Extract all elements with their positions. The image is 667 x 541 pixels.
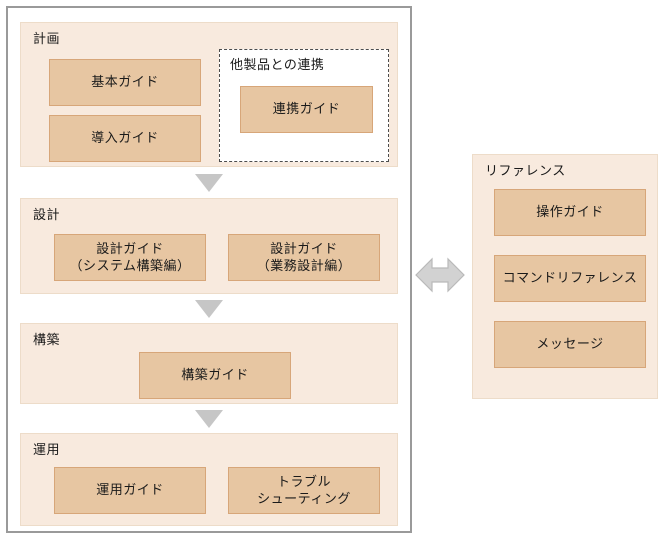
- subgroup-product-integration: 他製品との連携 連携ガイド: [219, 49, 389, 162]
- reference-group: リファレンス 操作ガイド コマンドリファレンス メッセージ: [472, 154, 658, 399]
- item-troubleshooting[interactable]: トラブル シューティング: [228, 467, 380, 514]
- triangle-down-icon-plan-to-design: [195, 174, 223, 192]
- item-design-guide-business[interactable]: 設計ガイド （業務設計編）: [228, 234, 380, 281]
- phase-group-build: 構築 構築ガイド: [20, 323, 398, 404]
- item-operation-guide[interactable]: 運用ガイド: [54, 467, 206, 514]
- item-build-guide[interactable]: 構築ガイド: [139, 352, 291, 399]
- item-introduction-guide[interactable]: 導入ガイド: [49, 115, 201, 162]
- item-basic-guide[interactable]: 基本ガイド: [49, 59, 201, 106]
- phase-group-design: 設計 設計ガイド （システム構築編） 設計ガイド （業務設計編）: [20, 198, 398, 294]
- phase-group-plan: 計画 基本ガイド 導入ガイド 他製品との連携 連携ガイド: [20, 22, 398, 167]
- item-messages[interactable]: メッセージ: [494, 321, 646, 368]
- double-arrow-horizontal-icon: [414, 255, 466, 295]
- triangle-down-icon-build-to-operate: [195, 410, 223, 428]
- phase-title-build: 構築: [33, 333, 61, 348]
- item-command-reference[interactable]: コマンドリファレンス: [494, 255, 646, 302]
- item-integration-guide[interactable]: 連携ガイド: [240, 86, 373, 133]
- phase-title-operate: 運用: [33, 443, 61, 458]
- item-design-guide-system[interactable]: 設計ガイド （システム構築編）: [54, 234, 206, 281]
- triangle-down-icon-design-to-build: [195, 300, 223, 318]
- phase-title-design: 設計: [33, 208, 61, 223]
- subgroup-title-product-integration: 他製品との連携: [230, 58, 325, 73]
- phase-title-plan: 計画: [33, 32, 61, 47]
- reference-group-title: リファレンス: [485, 164, 566, 179]
- phase-group-operate: 運用 運用ガイド トラブル シューティング: [20, 433, 398, 526]
- lifecycle-frame: 計画 基本ガイド 導入ガイド 他製品との連携 連携ガイド 設計 設計ガイド （シ…: [6, 6, 412, 533]
- item-operation-manual[interactable]: 操作ガイド: [494, 189, 646, 236]
